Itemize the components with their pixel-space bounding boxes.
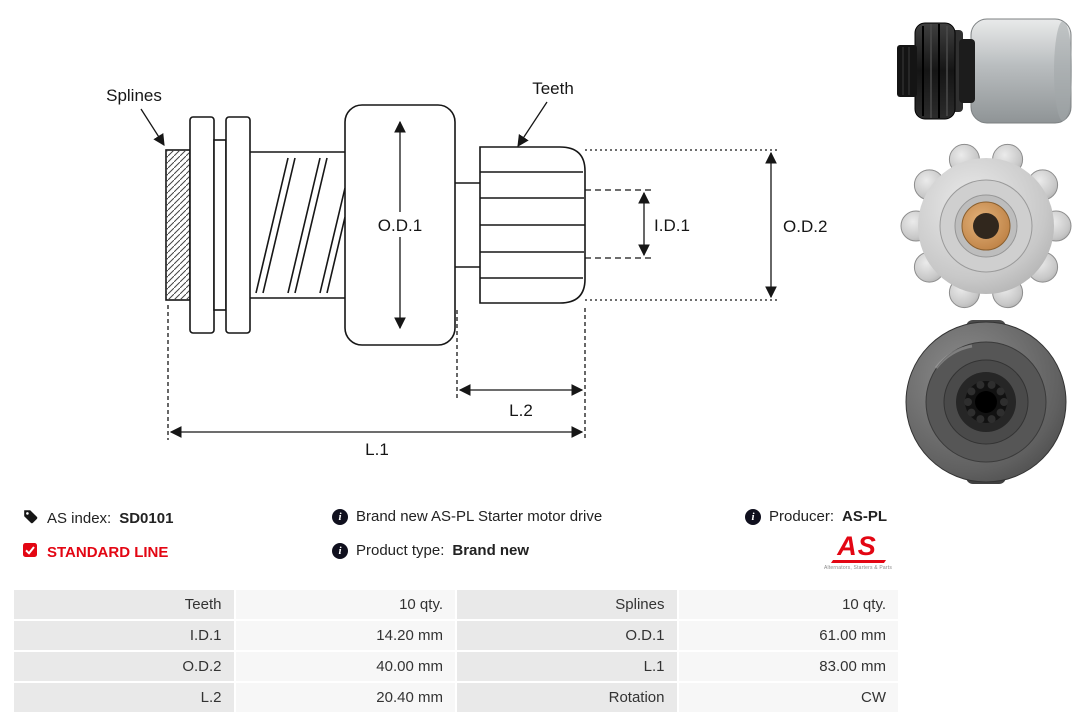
tag-icon	[22, 508, 39, 529]
aspl-logo-swoosh	[830, 560, 887, 563]
technical-drawing: Splines Teeth O.D.1 I.D.1 O.D.2 L.2 L.1	[106, 79, 827, 459]
spline-notches	[964, 380, 1008, 424]
splines-label: Splines	[106, 86, 162, 105]
product-photo-front-view	[900, 142, 1072, 315]
info-icon: i	[745, 508, 761, 525]
product-type-row: i Product type: Brand new	[332, 542, 529, 559]
spec-value-cell: 14.20 mm	[235, 621, 455, 650]
as-index-row: AS index: SD0101	[22, 508, 173, 529]
flange-hub	[213, 139, 227, 311]
checkbox-checked-icon	[22, 542, 39, 562]
aspl-logo: AS Alternators, Starters & Parts	[824, 531, 893, 572]
aspl-logo-subtext: Alternators, Starters & Parts	[824, 565, 893, 571]
product-type-value: Brand new	[452, 542, 530, 559]
aspl-logo-text: AS	[837, 531, 877, 561]
spec-value-cell: 40.00 mm	[235, 652, 455, 681]
flange-disc-2	[225, 116, 251, 334]
dimension-lines	[140, 101, 780, 440]
od1-label-mask	[374, 212, 426, 237]
teeth-pointer-arrow	[517, 101, 548, 147]
spec-value-cell: 10 qty.	[235, 590, 455, 619]
description-row: i Brand new AS-PL Starter motor drive	[332, 508, 602, 525]
od2-label: O.D.2	[783, 217, 827, 236]
spec-label-cell: Teeth	[14, 590, 234, 619]
l1-label: L.1	[365, 440, 389, 459]
spec-value-cell: 10 qty.	[678, 590, 898, 619]
product-photo-side-view	[893, 6, 1078, 141]
info-icon: i	[332, 542, 348, 559]
product-photo-rear-view	[902, 318, 1070, 491]
spec-label-cell: L.1	[457, 652, 677, 681]
spring-coils	[255, 157, 346, 294]
spec-value-cell: 61.00 mm	[678, 621, 898, 650]
l2-label: L.2	[509, 401, 533, 420]
spec-label-cell: I.D.1	[14, 621, 234, 650]
splines-pointer-arrow	[140, 108, 165, 146]
standard-line-row: STANDARD LINE	[22, 542, 168, 562]
producer-value: AS-PL	[842, 508, 888, 525]
producer-label: Producer:	[769, 508, 835, 525]
id1-label: I.D.1	[654, 216, 690, 235]
gear-teeth-lines	[480, 171, 585, 279]
starter-drive-schematic: Splines Teeth O.D.1 I.D.1 O.D.2 L.2 L.1	[106, 79, 827, 459]
as-index-label: AS index:	[47, 510, 112, 527]
teeth-label: Teeth	[532, 79, 574, 98]
spec-table: Teeth 10 qty. Splines 10 qty. I.D.1 14.2…	[14, 590, 898, 712]
product-type-label: Product type:	[356, 542, 445, 559]
od1-label: O.D.1	[378, 216, 422, 235]
info-icon: i	[332, 508, 348, 525]
producer-row: i Producer: AS-PL	[745, 508, 887, 525]
spec-value-cell: CW	[678, 683, 898, 712]
spec-label-cell: Rotation	[457, 683, 677, 712]
flange-disc-1	[189, 116, 215, 334]
spec-value-cell: 20.40 mm	[235, 683, 455, 712]
spec-label-cell: O.D.1	[457, 621, 677, 650]
standard-line-badge: STANDARD LINE	[47, 543, 169, 561]
spec-label-cell: O.D.2	[14, 652, 234, 681]
spec-value-cell: 83.00 mm	[678, 652, 898, 681]
as-index-value: SD0101	[119, 510, 174, 527]
spec-label-cell: L.2	[14, 683, 234, 712]
spline-hatching	[166, 150, 190, 300]
product-description: Brand new AS-PL Starter motor drive	[356, 508, 603, 525]
spec-label-cell: Splines	[457, 590, 677, 619]
